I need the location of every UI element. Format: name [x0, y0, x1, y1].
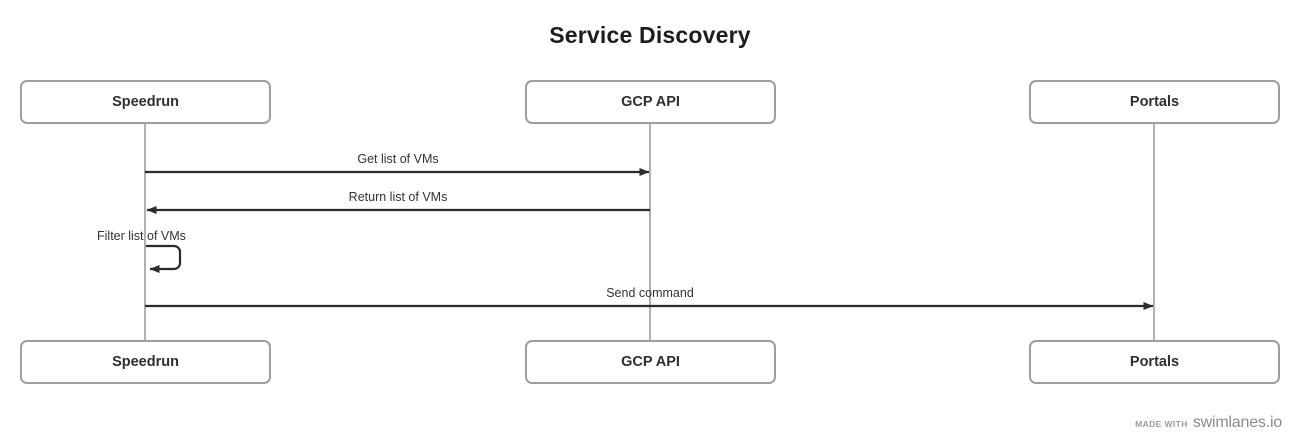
- participant-label-gcp-api-bottom: GCP API: [621, 354, 680, 370]
- lifeline-portals: [1153, 124, 1155, 340]
- lifeline-gcp-api: [649, 124, 651, 340]
- participant-label-speedrun-bottom: Speedrun: [112, 354, 179, 370]
- footer-branding[interactable]: MADE WITH swimlanes.io: [1135, 414, 1282, 432]
- participant-box-gcp-api-top[interactable]: GCP API: [525, 80, 776, 124]
- brand-made-with-label: MADE WITH: [1135, 419, 1188, 429]
- participant-box-gcp-api-bottom[interactable]: GCP API: [525, 340, 776, 384]
- lifeline-speedrun: [144, 124, 146, 340]
- participant-label-speedrun-top: Speedrun: [112, 94, 179, 110]
- message-label-send-command: Send command: [606, 286, 694, 300]
- participant-label-portals-bottom: Portals: [1129, 354, 1180, 370]
- participant-box-speedrun-bottom[interactable]: Speedrun: [20, 340, 271, 384]
- message-label-filter-list-of-vms: Filter list of VMs: [97, 229, 186, 243]
- message-label-get-list-of-vms: Get list of VMs: [357, 152, 439, 166]
- participant-label-gcp-api-top: GCP API: [621, 94, 680, 110]
- message-label-return-list-of-vms: Return list of VMs: [348, 190, 448, 204]
- message-arrow-filter-list-of-vms: [146, 244, 182, 273]
- participant-box-portals-bottom[interactable]: Portals: [1029, 340, 1280, 384]
- participant-label-portals-top: Portals: [1129, 94, 1180, 110]
- brand-name-label: swimlanes.io: [1192, 414, 1282, 431]
- page-title: Service Discovery: [549, 22, 751, 48]
- participant-box-portals-top[interactable]: Portals: [1029, 80, 1280, 124]
- participant-box-speedrun-top[interactable]: Speedrun: [20, 80, 271, 124]
